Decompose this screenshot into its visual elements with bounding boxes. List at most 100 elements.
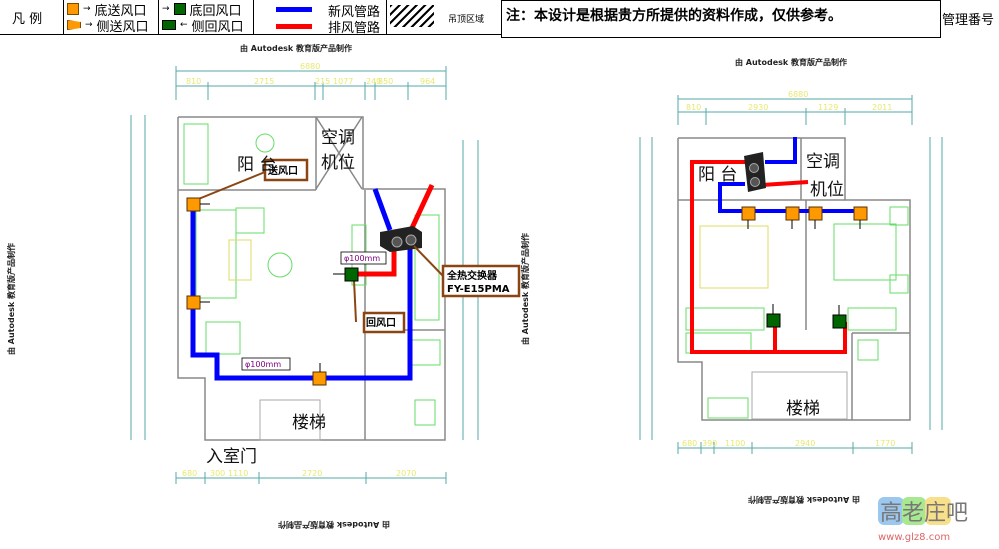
design-note: 注：本设计是根据贵方所提供的资料作成，仅供参考。 — [501, 0, 941, 38]
watermark: 由 Autodesk 教育版产品制作 — [748, 495, 860, 505]
dim-label: 2930 — [748, 103, 768, 112]
bottom-supply-vent-icon — [67, 3, 79, 15]
right-plan-walls — [677, 137, 911, 421]
legend-label: 侧回风口 — [191, 19, 244, 35]
return-vent-icon — [766, 304, 781, 328]
supply-vent-icon — [785, 206, 800, 229]
management-number-label: 管理番号 — [942, 13, 995, 28]
supply-vent-icon — [312, 363, 327, 386]
exhaust-duct-right — [690, 160, 847, 354]
legend-supply-cell: → 底送风口 → 侧送风口 — [63, 0, 159, 35]
room-label-balcony: 阳 台 — [698, 165, 737, 185]
legend-item: → 底回风口 — [162, 1, 242, 19]
legend-label: 侧送风口 — [96, 19, 149, 35]
arrow-left-icon: ← — [180, 20, 188, 30]
legend-title-cell: 凡 例 — [0, 0, 64, 34]
dim-label: 1770 — [875, 439, 895, 448]
room-label-ac: 机位 — [810, 180, 844, 200]
leader-lines-left — [195, 171, 446, 323]
dim-label: 249 — [366, 77, 381, 86]
dim-label: 2070 — [396, 469, 416, 478]
dim-label: 810 — [186, 77, 201, 86]
dim-total: 6880 — [300, 62, 320, 71]
supply-vent-icon — [186, 197, 210, 212]
legend-label: 底送风口 — [94, 3, 147, 19]
return-vent-label-box — [362, 311, 406, 334]
watermark: 由 Autodesk 教育版产品制作 — [520, 233, 530, 345]
supply-vent-label: 送风口 — [267, 164, 298, 177]
legend-item: → 侧送风口 — [67, 17, 149, 35]
legend-return-cell: → 底回风口 ← 侧回风口 — [158, 0, 254, 35]
legend-label: 新风管路 — [327, 5, 380, 20]
dim-label: 1100 — [725, 439, 745, 448]
dim-label: 680 — [182, 469, 197, 478]
duct-diameter-label: φ100mm — [344, 254, 380, 263]
legend-item: ← 侧回风口 — [162, 17, 244, 35]
dim-label: 964 — [420, 77, 435, 86]
legend-duct-cell: 新风管路 排风管路 — [253, 0, 387, 36]
dim-label: 1077 — [333, 77, 353, 86]
right-plan-furniture — [685, 206, 909, 420]
dim-label: 2011 — [872, 103, 892, 112]
left-plan-furniture — [183, 123, 441, 441]
arrow-right-icon: → — [83, 4, 91, 14]
dim-label: 2940 — [795, 439, 815, 448]
watermark: 由 Autodesk 教育版产品制作 — [735, 57, 847, 67]
logo-text: 高老庄吧 — [880, 501, 968, 526]
room-label-stairs: 楼梯 — [786, 399, 820, 419]
supply-vent-icon — [186, 295, 210, 310]
supply-duct-swatch — [276, 7, 312, 12]
dim-label: 680 — [682, 439, 697, 448]
exhaust-duct-right-outlet — [761, 180, 809, 187]
return-vent-icon — [832, 305, 847, 329]
dim-total: 6880 — [788, 90, 808, 99]
supply-duct-left — [190, 200, 413, 381]
arrow-right-icon: → — [85, 20, 93, 30]
supply-vent-icon — [808, 206, 823, 229]
supply-vent-label-box — [263, 158, 309, 182]
duct-diameter-label: φ100mm — [245, 360, 281, 369]
dim-label: 390 — [702, 439, 717, 448]
legend-label: 底回风口 — [189, 3, 242, 19]
watermark: 由 Autodesk 教育版产品制作 — [240, 43, 352, 53]
dim-label: 850 — [378, 77, 393, 86]
return-vent-icon — [333, 267, 359, 282]
heat-exchanger-unit-icon — [744, 152, 766, 192]
exchanger-model-label: FY-E15PMA — [447, 284, 510, 295]
room-label-stairs: 楼梯 — [292, 413, 326, 433]
supply-vent-icon — [853, 206, 868, 229]
exchanger-label-box — [441, 264, 521, 298]
room-label-ac: 空调 — [321, 128, 355, 148]
legend-label: 吊顶区域 — [448, 15, 485, 25]
dim-label: 215 — [315, 77, 330, 86]
dim-label: 1129 — [818, 103, 838, 112]
duct-diameter-box — [340, 251, 387, 265]
watermark: 由 Autodesk 教育版产品制作 — [6, 243, 16, 355]
return-vent-label: 回风口 — [366, 317, 396, 329]
duct-diameter-box — [241, 357, 291, 371]
room-label-entrance: 入室门 — [206, 447, 257, 467]
watermark: 由 Autodesk 教育版产品制作 — [278, 520, 390, 530]
exhaust-duct-left — [357, 245, 397, 277]
legend-item: → 底送风口 — [67, 1, 147, 19]
bottom-return-vent-icon — [173, 3, 186, 15]
arrow-right-icon: → — [162, 4, 170, 14]
dim-label: 2715 — [254, 77, 274, 86]
dim-label: 810 — [686, 103, 701, 112]
room-label-ac: 空调 — [806, 152, 840, 172]
heat-exchanger-unit-icon — [380, 226, 422, 252]
right-dimension-lines — [639, 95, 943, 454]
left-plan-walls — [177, 116, 446, 441]
legend-title: 凡 例 — [12, 12, 43, 27]
legend-bar: 凡 例 → 底送风口 → 侧送风口 → 底回风口 ← 侧回风口 新风管路 排风管… — [0, 0, 940, 36]
hatch-pattern-icon — [390, 5, 434, 27]
exhaust-duct-outlet-left — [409, 183, 435, 230]
dim-label: 1110 — [228, 469, 248, 478]
supply-vent-icon — [741, 206, 756, 229]
supply-duct-inlet-left — [372, 188, 393, 231]
exchanger-label: 全热交换器 — [446, 269, 498, 282]
exhaust-duct-swatch — [276, 24, 312, 29]
dim-label: 300 — [210, 469, 225, 478]
logo-url: www.glz8.com — [878, 532, 950, 543]
